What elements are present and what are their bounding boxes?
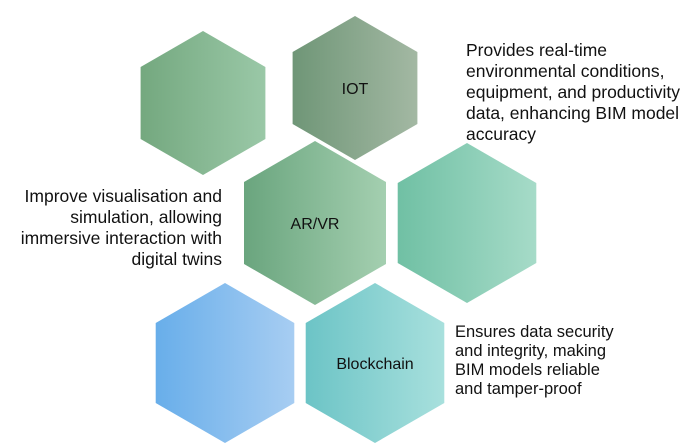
blockchain-description: Ensures data security and integrity, mak… xyxy=(455,323,675,399)
hex-arvr-shape xyxy=(244,141,386,305)
blockchain-description-line: Ensures data security xyxy=(455,323,614,341)
blockchain-description-line: and tamper-proof xyxy=(455,380,582,398)
hex-blockchain-shape xyxy=(305,283,445,443)
iot-description-line: accuracy xyxy=(466,124,537,144)
arvr-description-line: digital twins xyxy=(131,249,222,269)
arvr-description-line: immersive interaction with xyxy=(20,228,222,248)
arvr-description-line: simulation, allowing xyxy=(70,207,222,227)
iot-description-line: data, enhancing BIM model xyxy=(466,103,680,123)
arvr-description: Improve visualisation and simulation, al… xyxy=(0,186,222,270)
iot-description-line: Provides real-time xyxy=(466,40,608,60)
hex-iot-shape xyxy=(292,16,418,160)
hex-blockchain-label: Blockchain xyxy=(336,356,413,373)
hex-4-shape xyxy=(397,143,537,303)
iot-description-line: environmental conditions, xyxy=(466,61,665,81)
iot-description-line: equipment, and productivity xyxy=(466,82,681,102)
iot-description: Provides real-time environmental conditi… xyxy=(466,40,698,145)
blockchain-description-line: and integrity, making xyxy=(455,342,607,360)
blockchain-description-line: BIM models reliable xyxy=(455,361,600,379)
hex-1-shape xyxy=(140,31,266,175)
arvr-description-line: Improve visualisation and xyxy=(24,186,222,206)
hex-5-shape xyxy=(155,283,295,443)
hex-iot-label: IOT xyxy=(342,81,369,98)
hex-arvr-label: AR/VR xyxy=(291,216,340,233)
